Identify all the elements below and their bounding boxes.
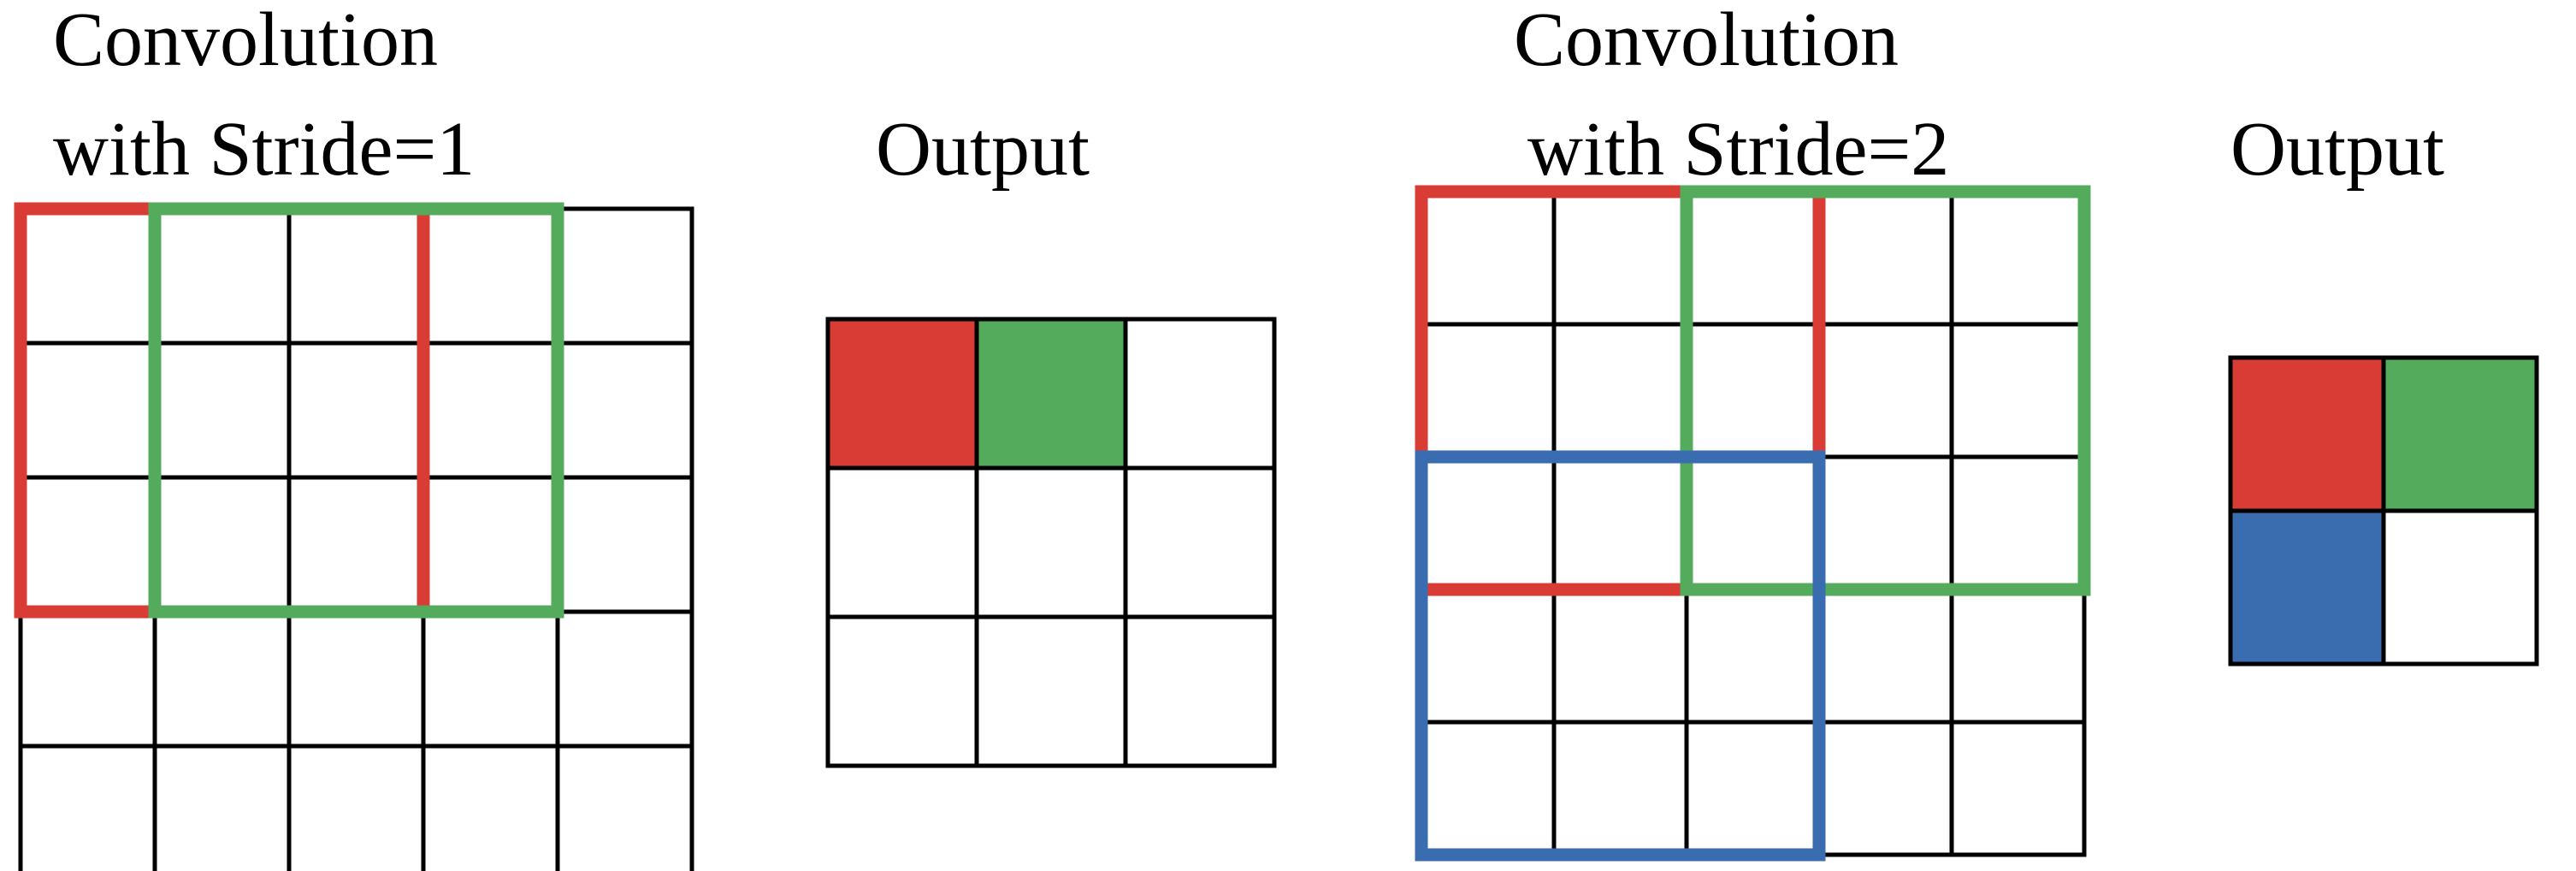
- panel1-output-grid-cell-r2-c0: [825, 614, 979, 768]
- panel2-input-grid-cell-r1-c1: [1551, 322, 1689, 459]
- panel1-input-grid-cell-r4-c2: [287, 744, 426, 871]
- panel1-output-grid-cell-r0-c2: [1123, 317, 1277, 471]
- panel2-output-grid-cell-r1-c1: [2381, 508, 2539, 667]
- panel2-input-grid-cell-r1-c4: [1949, 322, 2087, 459]
- panel1-input-grid-cell-r1-c0: [18, 341, 157, 480]
- panel1-title-line2: with Stride=1: [53, 107, 476, 192]
- panel1-input-grid-cell-r3-c1: [152, 609, 292, 749]
- panel1-input-grid-cell-r4-c4: [555, 744, 694, 871]
- panel1-input-grid-cell-r0-c0: [18, 206, 157, 346]
- panel2-input-grid-cell-r0-c3: [1817, 189, 1954, 327]
- panel1-input-grid: [18, 206, 694, 871]
- panel1-input-grid-cell-r1-c2: [287, 341, 426, 480]
- panel2-input-grid-cell-r4-c1: [1551, 720, 1689, 857]
- panel1-output-cell-red: [828, 319, 977, 468]
- panel2-input-grid-cell-r4-c4: [1949, 720, 2087, 857]
- panel2-output-cell-blue: [2230, 511, 2384, 664]
- panel1-input-grid-cell-r1-c4: [555, 341, 694, 480]
- panel1-output-cell-green: [977, 319, 1126, 468]
- panel1-title-line1: Convolution: [53, 0, 439, 82]
- panel2-title-line1: Convolution: [1514, 0, 1900, 82]
- panel1-output-grid-cell-r2-c2: [1123, 614, 1277, 768]
- panel1-kernel-window-green: [148, 202, 564, 619]
- panel1-input-grid-cell-r4-c1: [152, 744, 292, 871]
- panel1-input-grid-cell-r0-c2: [287, 206, 426, 346]
- panel2-input-grid-cell-r3-c2: [1684, 587, 1822, 725]
- panel1-output-grid-cell-r1-c2: [1123, 465, 1277, 619]
- panel1-input-grid-cell-r2-c4: [555, 475, 694, 614]
- panel1-input-grid-cell-r4-c3: [421, 744, 560, 871]
- panel1-output-grid-cell-r1-c0: [825, 465, 979, 619]
- panel1-input-grid-cell-r2-c0: [18, 475, 157, 614]
- panel1-input-grid-cell-r0-c4: [555, 206, 694, 346]
- panel1-input-grid-cell-r0-c1: [152, 206, 292, 346]
- panel2-input-grid-cell-r0-c1: [1551, 189, 1689, 327]
- panel2-input-grid-cell-r4-c0: [1419, 720, 1557, 857]
- panel1-output-grid-cell-r2-c1: [974, 614, 1128, 768]
- panel2-input-grid-cell-r4-c3: [1817, 720, 1954, 857]
- panel2-input-grid-cell-r2-c1: [1551, 454, 1689, 592]
- panel2-input-grid-cell-r2-c3: [1817, 454, 1954, 592]
- panel1-output-grid: [825, 317, 1277, 768]
- panel2-input-grid-cell-r3-c0: [1419, 587, 1557, 725]
- panel1-input-grid-cell-r2-c1: [152, 475, 292, 614]
- panel1-input-grid-cell-r3-c3: [421, 609, 560, 749]
- panel1-input-grid-cell-r3-c2: [287, 609, 426, 749]
- panel2-output-cell-green: [2384, 358, 2537, 511]
- panel2-input-grid-cell-r1-c2: [1684, 322, 1822, 459]
- panel2-input-grid-cell-r2-c4: [1949, 454, 2087, 592]
- panel2-kernel-window-blue: [1415, 450, 1826, 862]
- panel2-output-cell-red: [2230, 358, 2384, 511]
- panel2-kernel-window-red: [1415, 185, 1826, 596]
- panel2-output-label: Output: [2230, 107, 2445, 192]
- panel2-input-grid-cell-r0-c2: [1684, 189, 1822, 327]
- panel2-input-grid: [1419, 189, 2087, 857]
- panel1-input-grid-cell-r0-c3: [421, 206, 560, 346]
- panel1-input-grid-cell-r2-c3: [421, 475, 560, 614]
- panel2-input-grid-cell-r2-c2: [1684, 454, 1822, 592]
- panel2-input-grid-cell-r0-c4: [1949, 189, 2087, 327]
- panel1-input-grid-cell-r1-c3: [421, 341, 560, 480]
- panel1-input-grid-cell-r4-c0: [18, 744, 157, 871]
- panel1-kernel-window-red: [14, 202, 430, 619]
- panel2-input-grid-cell-r4-c2: [1684, 720, 1822, 857]
- panel2-kernel-window-green: [1680, 185, 2091, 596]
- panel1-output-label: Output: [876, 107, 1090, 192]
- panel2-output-grid: [2228, 355, 2539, 667]
- panel1-input-grid-cell-r3-c0: [18, 609, 157, 749]
- panel2-input-grid-cell-r1-c0: [1419, 322, 1557, 459]
- panel2-input-grid-cell-r3-c1: [1551, 587, 1689, 725]
- panel1-input-grid-cell-r1-c1: [152, 341, 292, 480]
- panel2-input-grid-cell-r2-c0: [1419, 454, 1557, 592]
- panel1-input-grid-cell-r3-c4: [555, 609, 694, 749]
- panel2-input-grid-cell-r3-c3: [1817, 587, 1954, 725]
- panel2-input-grid-cell-r3-c4: [1949, 587, 2087, 725]
- panel2-input-grid-cell-r0-c0: [1419, 189, 1557, 327]
- panel1-input-grid-cell-r2-c2: [287, 475, 426, 614]
- panel2-title-line2: with Stride=2: [1527, 107, 1950, 192]
- panel1-output-grid-cell-r1-c1: [974, 465, 1128, 619]
- panel2-input-grid-cell-r1-c3: [1817, 322, 1954, 459]
